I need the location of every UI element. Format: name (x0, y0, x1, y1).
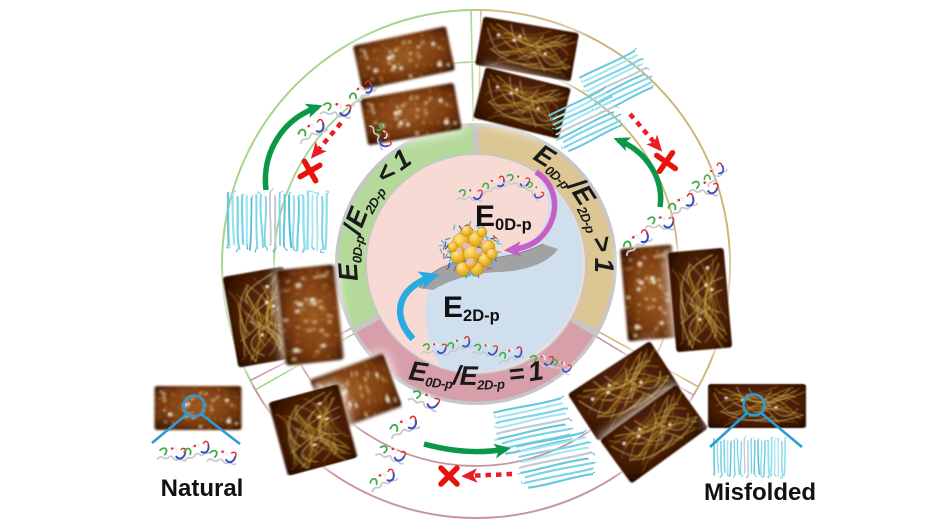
svg-text:Natural: Natural (161, 475, 244, 502)
svg-text:Misfolded: Misfolded (704, 479, 816, 506)
